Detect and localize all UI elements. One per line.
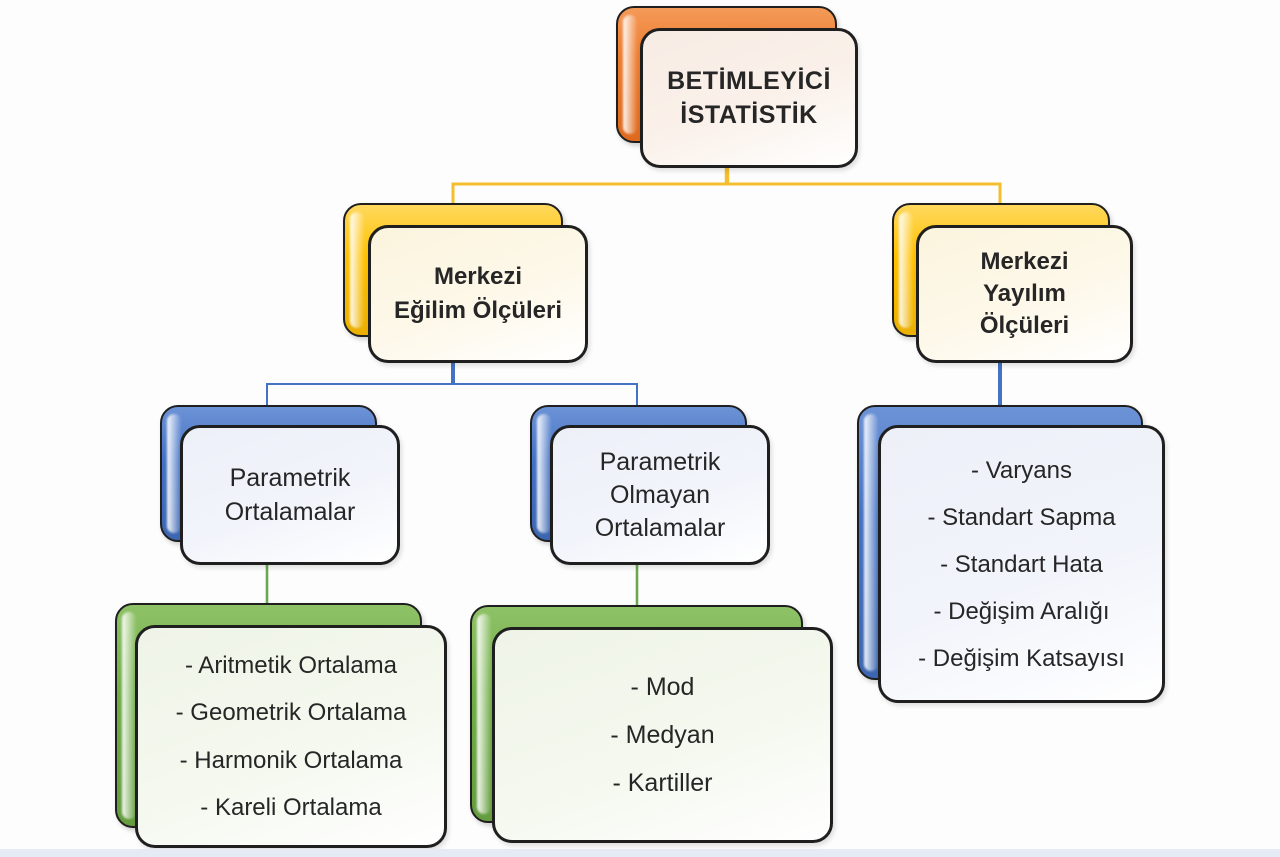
nonparametric-list-item: - Mod bbox=[630, 673, 695, 701]
node-central-tendency-label: Merkezi Eğilim Ölçüleri bbox=[394, 260, 562, 328]
nonparametric-list: - Mod - Medyan - Kartiller bbox=[610, 663, 714, 807]
dispersion-list-item: - Varyans bbox=[971, 456, 1072, 484]
node-root-label-line1: BETİMLEYİCİ bbox=[667, 67, 831, 95]
node-central-tendency-panel: Merkezi Eğilim Ölçüleri bbox=[368, 225, 588, 363]
nonparametric-list-item: - Medyan bbox=[610, 721, 715, 749]
node-nonparametric-list-panel: - Mod - Medyan - Kartiller bbox=[492, 627, 833, 843]
node-nonparametric-label: Parametrik Olmayan Ortalamalar bbox=[595, 446, 726, 545]
dispersion-list-item: - Değişim Aralığı bbox=[933, 597, 1110, 625]
parametric-list-item: - Harmonik Ortalama bbox=[179, 746, 403, 774]
node-nonparametric-line1: Parametrik bbox=[599, 447, 721, 476]
node-dispersion-list-panel: - Varyans - Standart Sapma - Standart Ha… bbox=[878, 425, 1165, 703]
nonparametric-list-item: - Kartiller bbox=[612, 769, 713, 797]
bottom-edge-strip bbox=[0, 849, 1280, 857]
parametric-list: - Aritmetik Ortalama - Geometrik Ortalam… bbox=[176, 642, 407, 832]
node-nonparametric-line2: Olmayan bbox=[609, 480, 711, 509]
parametric-list-item: - Kareli Ortalama bbox=[200, 794, 382, 821]
node-root-panel: BETİMLEYİCİ İSTATİSTİK bbox=[640, 28, 858, 168]
parametric-list-item: - Aritmetik Ortalama bbox=[184, 651, 398, 679]
node-parametric-panel: Parametrik Ortalamalar bbox=[180, 425, 400, 565]
node-dispersion-line1: Merkezi bbox=[980, 248, 1069, 275]
node-root-label: BETİMLEYİCİ İSTATİSTİK bbox=[667, 64, 831, 132]
node-nonparametric-panel: Parametrik Olmayan Ortalamalar bbox=[550, 425, 770, 565]
node-central-tendency-line2: Eğilim Ölçüleri bbox=[393, 297, 563, 324]
connector-root-rail bbox=[451, 182, 1002, 204]
node-dispersion-label: Merkezi Yayılım Ölçüleri bbox=[980, 246, 1069, 342]
node-parametric-label: Parametrik Ortalamalar bbox=[225, 461, 356, 529]
connector-tendency-rail bbox=[266, 383, 638, 406]
node-parametric-line1: Parametrik bbox=[229, 464, 351, 492]
dispersion-list-item: - Değişim Katsayısı bbox=[918, 644, 1125, 672]
node-dispersion-line2: Yayılım bbox=[983, 280, 1066, 307]
node-dispersion-line3: Ölçüleri bbox=[979, 312, 1070, 339]
dispersion-list-item: - Standart Sapma bbox=[927, 503, 1116, 531]
node-central-tendency-line1: Merkezi bbox=[433, 263, 523, 290]
parametric-list-item: - Geometrik Ortalama bbox=[175, 699, 407, 726]
node-nonparametric-line3: Ortalamalar bbox=[594, 513, 726, 542]
node-parametric-line2: Ortalamalar bbox=[224, 498, 356, 526]
dispersion-list: - Varyans - Standart Sapma - Standart Ha… bbox=[918, 447, 1125, 682]
node-dispersion-panel: Merkezi Yayılım Ölçüleri bbox=[916, 225, 1133, 363]
node-root-label-line2: İSTATİSTİK bbox=[680, 101, 818, 129]
dispersion-list-item: - Standart Hata bbox=[940, 550, 1103, 578]
node-parametric-list-panel: - Aritmetik Ortalama - Geometrik Ortalam… bbox=[135, 625, 447, 848]
